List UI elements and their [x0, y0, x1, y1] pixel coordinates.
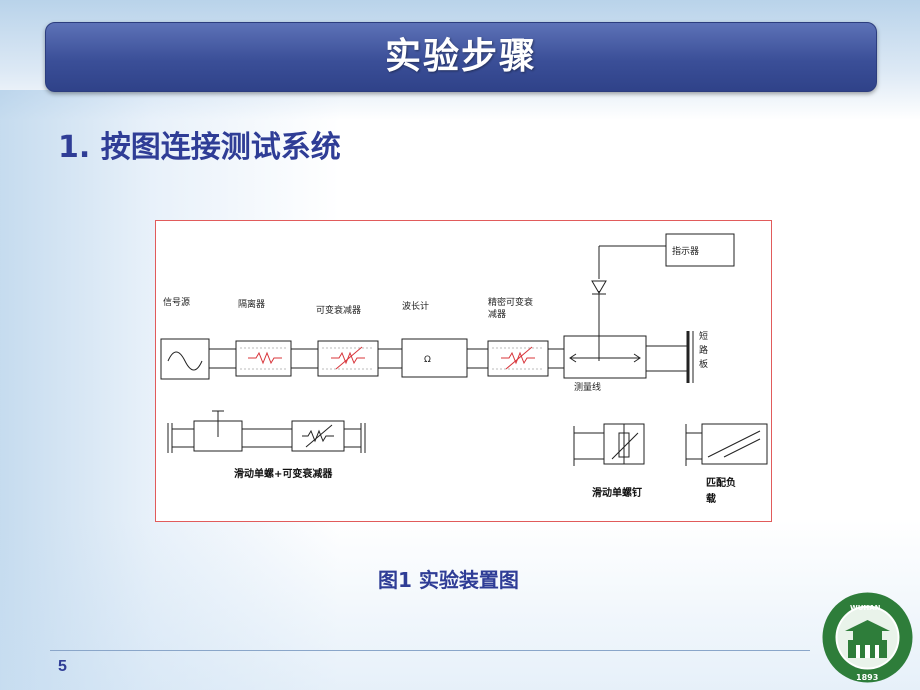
- signal-source-label: 信号源: [163, 296, 190, 308]
- isolator-box: [235, 340, 292, 377]
- indicator-label: 指示器: [672, 245, 699, 257]
- section-heading: 1. 按图连接测试系统: [58, 130, 341, 165]
- wavemeter-symbol: Ω: [424, 355, 431, 365]
- variable-arrow-icon: [335, 346, 363, 370]
- university-seal-icon: WUHAN 1893: [822, 592, 913, 683]
- svg-text:WUHAN: WUHAN: [850, 604, 881, 612]
- sliding-screw-label: 滑动单螺钉: [592, 486, 642, 499]
- page-number: 5: [58, 658, 67, 675]
- combo-attenuator-box: [291, 420, 345, 452]
- measurement-line-box: [563, 335, 647, 379]
- measurement-line-label: 测量线: [574, 381, 601, 393]
- background-bottom-gradient: [0, 520, 920, 690]
- matched-load-label-1: 匹配负: [706, 476, 736, 489]
- svg-text:1893: 1893: [856, 673, 878, 682]
- diagram-svg: 信号源 隔离器 可变衰减器 波长计 Ω 精密可变衰 减器 指示器 测量线 短 路…: [160, 233, 768, 505]
- slide-title: 实验步骤: [384, 36, 537, 77]
- wavemeter-label: 波长计: [402, 300, 429, 312]
- matched-load-box: [701, 423, 768, 465]
- sliding-screw-attenuator-label: 滑动单螺+可变衰减器: [234, 467, 333, 480]
- figure-caption: 图1 实验装置图: [378, 568, 519, 592]
- university-logo: WUHAN 1893: [820, 590, 915, 685]
- signal-source-box: [160, 338, 210, 380]
- precision-attenuator-box: [487, 340, 549, 377]
- indicator-box: [665, 233, 735, 267]
- isolator-label: 隔离器: [238, 298, 265, 310]
- matched-load-label-2: 载: [706, 492, 716, 505]
- short-plate-label-1: 短: [699, 330, 708, 342]
- variable-attenuator-box: [317, 340, 379, 377]
- slide-title-bar: 实验步骤: [45, 22, 877, 92]
- short-plate-label-3: 板: [699, 358, 708, 370]
- resistor-icon: [248, 351, 282, 365]
- sine-wave-icon: [167, 351, 203, 371]
- wavemeter-box: [401, 338, 468, 378]
- precision-attenuator-label: 精密可变衰: [488, 296, 533, 308]
- precision-attenuator-label-2: 减器: [488, 308, 506, 320]
- footer-divider: [50, 650, 810, 651]
- short-plate-label-2: 路: [699, 344, 708, 356]
- experiment-diagram: 信号源 隔离器 可变衰减器 波长计 Ω 精密可变衰 减器 指示器 测量线 短 路…: [155, 220, 772, 522]
- detector-diode-icon: [591, 280, 607, 294]
- variable-attenuator-label: 可变衰减器: [316, 304, 361, 316]
